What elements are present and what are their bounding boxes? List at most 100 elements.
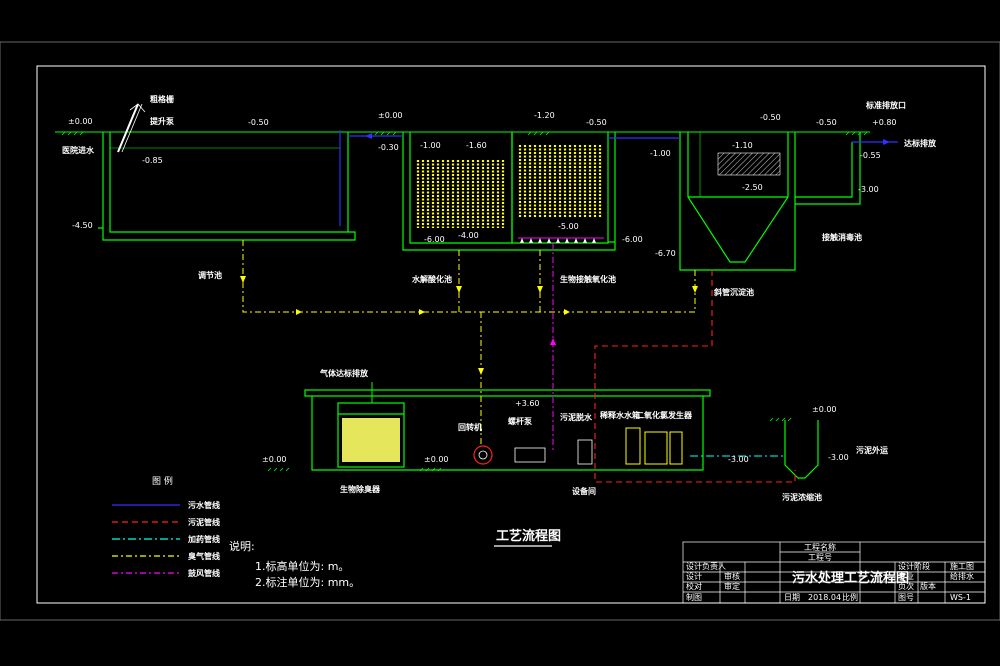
label-equipment-room: 设备间 [572, 486, 596, 496]
label-chlorine-tank: 稀释水水箱 [600, 410, 640, 420]
ground-marks [61, 131, 868, 472]
diffuser-head [592, 238, 596, 243]
aeration-diffusers [518, 237, 604, 243]
elevation-markers: ±0.00 ±0.00 ±0.00 ±0.00 ±0.00 -0.30 -0.5… [68, 111, 897, 464]
level-100-a: -1.00 [420, 141, 441, 150]
sludge-lines [594, 270, 796, 483]
notes-heading: 说明: [229, 539, 255, 553]
tb-designer-unit: 设计负责人 [686, 561, 726, 571]
level-500: -5.00 [558, 222, 579, 231]
level-000-d: ±0.00 [424, 455, 449, 464]
legend-title: 图 例 [152, 475, 173, 487]
level-300-a: -3.00 [858, 185, 879, 194]
label-discharge-outlet: 标准排放口 [865, 100, 906, 110]
tb-stage-label: 设计阶段 [898, 561, 930, 571]
level-050-d: -0.50 [816, 118, 837, 127]
level-030: -0.30 [378, 143, 399, 152]
tb-sheet-no: WS-1 [950, 593, 971, 602]
odor-flow-arrows [240, 276, 698, 375]
level-300-b: -3.00 [828, 453, 849, 462]
sewage-lines [339, 130, 898, 226]
tb-design: 设计 [686, 571, 702, 581]
label-sludge-pump: 污泥脱水 [560, 412, 593, 422]
label-sludge-out: 污泥外运 [856, 445, 888, 455]
tb-major: 给排水 [950, 571, 974, 581]
level-000-c: ±0.00 [262, 455, 287, 464]
label-gas-discharge: 气体达标排放 [319, 368, 369, 378]
level-050-a: -0.50 [248, 118, 269, 127]
tb-scale-label: 比例 [842, 592, 858, 602]
label-contact-disinfection: 接触消毒池 [822, 232, 862, 242]
tb-review: 审定 [724, 581, 740, 591]
sewage-flow-arrows [365, 133, 890, 145]
level-055: -0.55 [860, 151, 881, 160]
tb-date-label: 日期 [784, 593, 800, 602]
label-bio-contact-tank: 生物接触氧化池 [560, 274, 616, 284]
level-600-a: -6.00 [424, 235, 445, 244]
drawing-title: 工艺流程图 [496, 528, 561, 544]
level-000-a: ±0.00 [68, 117, 93, 126]
level-120: -1.20 [534, 111, 555, 120]
ground-mark [61, 131, 84, 136]
tb-stage: 施工图 [950, 561, 974, 571]
label-sludge-tank: 污泥浓缩池 [782, 492, 822, 502]
process-labels: 粗格栅 提升泵 医院进水 调节池 水解酸化池 生物接触氧化池 斜管沉淀池 接触消… [62, 94, 937, 502]
diffuser-head [574, 238, 578, 243]
level-160: -1.60 [466, 141, 487, 150]
equalization-tank [98, 132, 356, 241]
title-block-text: 工程名称 工程号 污水处理工艺流程图 设计负责人 审核 审定 设计 校对 制图 … [686, 542, 974, 602]
level-000-b: ±0.00 [378, 111, 403, 120]
legend-label: 鼓风管线 [188, 568, 220, 578]
label-blower: 回转机 [458, 422, 482, 432]
label-equalization-tank: 调节池 [198, 270, 222, 280]
label-coarse-screen: 粗格栅 [150, 94, 174, 104]
level-050-b: -0.50 [586, 118, 607, 127]
disinfection-equipment [625, 427, 683, 465]
deodorizer-media [342, 418, 400, 462]
level-300-c: -3.00 [728, 455, 749, 464]
sludge-concentration-tank [784, 420, 819, 479]
ground-mark [527, 131, 550, 136]
tb-sheet-label: 图号 [898, 593, 914, 602]
air-flow-arrow [550, 338, 556, 345]
tb-pagecount-label: 页次 [898, 581, 914, 591]
bio-contact-packing-media [518, 145, 602, 218]
inner-frame [36, 65, 986, 604]
diffuser-head [556, 238, 560, 243]
level-670: -6.70 [655, 249, 676, 258]
outer-frame [0, 41, 1000, 621]
level-000-e: ±0.00 [812, 405, 837, 414]
odor-lines [242, 240, 696, 445]
level-100-b: -1.00 [650, 149, 671, 158]
level-110: -1.10 [732, 141, 753, 150]
tb-major-label: 专业 [898, 571, 914, 581]
tb-subproject: 工程号 [808, 553, 832, 562]
equipment-room [304, 389, 711, 471]
sludge-pump-unit [577, 439, 593, 465]
tb-drawing-name: 污水处理工艺流程图 [792, 570, 909, 586]
notes-line-1: 1.标高单位为: m。 [255, 559, 349, 573]
tb-date: 2018.04 [808, 593, 841, 602]
level-400: -4.00 [458, 231, 479, 240]
level-600-b: -6.00 [622, 235, 643, 244]
level-p360: +3.60 [515, 399, 540, 408]
diffuser-head [583, 238, 587, 243]
screw-pump [514, 447, 546, 463]
notes-line-2: 2.标注单位为: mm。 [255, 575, 360, 589]
ground-mark [769, 417, 792, 422]
inclined-tube-pack [717, 152, 781, 176]
diffuser-head [565, 238, 569, 243]
diffuser-head [538, 238, 542, 243]
label-screw-pump: 螺杆泵 [508, 416, 532, 426]
legend-label: 加药管线 [187, 534, 220, 544]
inclined-settler [679, 132, 796, 271]
hydrolysis-packing-media [416, 160, 505, 228]
level-p080: +0.80 [872, 118, 897, 127]
tb-checked: 审核 [724, 571, 740, 581]
tb-proofread: 校对 [686, 581, 702, 591]
coarse-screen [117, 103, 146, 153]
label-inclined-settler: 斜管沉淀池 [713, 287, 754, 297]
level-050-c: -0.50 [760, 113, 781, 122]
